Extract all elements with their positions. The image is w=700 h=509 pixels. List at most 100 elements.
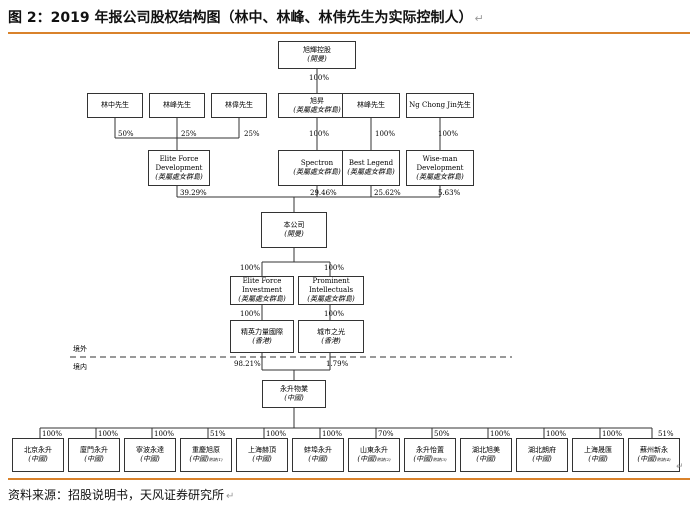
pct-eliteinv-jingying: 100% <box>240 310 261 318</box>
subsidiary-box: 蘇州新永(中國)附註(4) <box>628 438 680 472</box>
subsidiary-jurisdiction-text: (中國) <box>588 455 608 463</box>
subsidiary-jurisdiction: (中國) <box>308 455 327 464</box>
title-underline <box>8 32 690 34</box>
pct-company-eliteinv: 100% <box>240 264 261 272</box>
box-lin-feng-1: 林峰先生 <box>149 93 205 118</box>
label-outside: 境外 <box>73 345 87 353</box>
box-elite-force-investment: Elite Force Investment(英屬處女群島) <box>230 276 294 305</box>
subsidiary-jurisdiction: (中國)附註(1) <box>189 455 222 464</box>
subsidiary-note-ref: 附註(2) <box>376 457 391 462</box>
paragraph-mark: ↵ <box>474 12 484 25</box>
box-elite-force-development: Elite Force Development(英屬處女群島) <box>148 150 210 186</box>
box-lin-feng-2: 林峰先生 <box>342 93 400 118</box>
subsidiary-jurisdiction: (中國) <box>532 455 551 464</box>
figure-title: 图 2：2019 年报公司股权结构图（林中、林峰、林伟先生为实际控制人）↵ <box>8 7 484 27</box>
subsidiary-name: 北京永升 <box>24 446 52 454</box>
subsidiary-jurisdiction-text: (中國) <box>84 455 104 463</box>
subsidiary-jurisdiction: (中國) <box>476 455 495 464</box>
box-ng-chong-jin: Ng Chong Jin先生 <box>406 93 474 118</box>
box-lin-zhong: 林中先生 <box>87 93 143 118</box>
box-xuhui-holdings: 旭輝控股(開曼) <box>278 41 356 69</box>
subsidiary-jurisdiction: (中國) <box>252 455 271 464</box>
pct-chengshi-yongsheng: 1.79% <box>326 360 349 368</box>
subsidiary-pct: 50% <box>434 430 450 438</box>
source-text: 资料来源：招股说明书，天风证券研究所 <box>8 488 225 502</box>
subsidiary-name: 湖北朗府 <box>528 446 556 454</box>
subsidiary-box: 上海晟匯(中國) <box>572 438 624 472</box>
pct-lw-elite: 25% <box>244 130 260 138</box>
subsidiary-note-ref: 附註(1) <box>208 457 223 462</box>
subsidiary-jurisdiction: (中國)附註(2) <box>357 455 390 464</box>
subsidiary-box: 蚌埠永升(中國) <box>292 438 344 472</box>
subsidiary-name: 重慶旭原 <box>192 446 220 454</box>
pct-ng-wise: 100% <box>438 130 459 138</box>
pct-jingying-yongsheng: 98.21% <box>234 360 261 368</box>
subsidiary-pct: 100% <box>322 430 343 438</box>
subsidiary-jurisdiction-text: (中國) <box>252 455 272 463</box>
subsidiary-name: 寧波永達 <box>136 446 164 454</box>
subsidiary-box: 寧波永達(中國) <box>124 438 176 472</box>
subsidiary-pct: 100% <box>490 430 511 438</box>
subsidiary-jurisdiction-text: (中國) <box>140 455 160 463</box>
box-prominent-intellectuals: Prominent Intellectuals(英屬處女群島) <box>298 276 364 305</box>
subsidiary-jurisdiction: (中國) <box>28 455 47 464</box>
subsidiary-jurisdiction: (中國) <box>84 455 103 464</box>
box-chengshi: 城市之光(香港) <box>298 320 364 353</box>
box-wise-man-development: Wise-man Development(英屬處女群島) <box>406 150 474 186</box>
box-company: 本公司(開曼) <box>261 212 327 248</box>
subsidiary-jurisdiction: (中國) <box>588 455 607 464</box>
subsidiary-box: 重慶旭原(中國)附註(1) <box>180 438 232 472</box>
pct-best-company: 25.62% <box>374 189 401 197</box>
pct-lz-elite: 50% <box>118 130 134 138</box>
subsidiary-box: 永升怡置(中國)附註(3) <box>404 438 456 472</box>
subsidiary-jurisdiction: (中國) <box>140 455 159 464</box>
subsidiary-pct: 51% <box>658 430 674 438</box>
subsidiary-jurisdiction-text: (中國) <box>532 455 552 463</box>
subsidiary-pct: 100% <box>98 430 119 438</box>
subsidiary-name: 蚌埠永升 <box>304 446 332 454</box>
subsidiary-pct: 100% <box>42 430 63 438</box>
source-paragraph-mark: ↵ <box>226 491 235 502</box>
note-mark: ↵ <box>676 462 684 472</box>
subsidiary-jurisdiction-text: (中國) <box>413 455 433 463</box>
pct-top-xusheng: 100% <box>309 74 330 82</box>
subsidiary-jurisdiction-text: (中國) <box>476 455 496 463</box>
subsidiary-pct: 51% <box>210 430 226 438</box>
subsidiary-name: 廈門永升 <box>80 446 108 454</box>
pct-spectron-company: 29.46% <box>310 189 337 197</box>
subsidiary-jurisdiction-text: (中國) <box>308 455 328 463</box>
subsidiary-name: 永升怡置 <box>416 446 444 454</box>
subsidiary-jurisdiction-text: (中國) <box>28 455 48 463</box>
subsidiary-name: 上海赫頂 <box>248 446 276 454</box>
subsidiary-jurisdiction-text: (中國) <box>189 455 209 463</box>
pct-wise-company: 5.63% <box>438 189 461 197</box>
subsidiary-name: 山東永升 <box>360 446 388 454</box>
label-inside: 境内 <box>73 363 87 371</box>
subsidiary-pct: 100% <box>154 430 175 438</box>
subsidiary-box: 山東永升(中國)附註(2) <box>348 438 400 472</box>
box-yongsheng: 永升物業(中國) <box>262 380 326 408</box>
subsidiary-name: 上海晟匯 <box>584 446 612 454</box>
subsidiary-name: 湖北旭美 <box>472 446 500 454</box>
source-rule <box>8 478 690 480</box>
subsidiary-box: 北京永升(中國) <box>12 438 64 472</box>
subsidiary-jurisdiction-text: (中國) <box>637 455 657 463</box>
pct-xs-spectron: 100% <box>309 130 330 138</box>
subsidiary-pct: 70% <box>378 430 394 438</box>
subsidiary-note-ref: 附註(4) <box>656 457 671 462</box>
subsidiary-box: 湖北朗府(中國) <box>516 438 568 472</box>
subsidiary-note-ref: 附註(3) <box>432 457 447 462</box>
subsidiary-jurisdiction: (中國)附註(3) <box>413 455 446 464</box>
pct-elite-company: 39.29% <box>180 189 207 197</box>
subsidiary-name: 蘇州新永 <box>640 446 668 454</box>
subsidiary-pct: 100% <box>266 430 287 438</box>
box-lin-wei: 林偉先生 <box>211 93 267 118</box>
box-best-legend: Best Legend(英屬處女群島) <box>342 150 400 186</box>
pct-company-prominent: 100% <box>324 264 345 272</box>
box-jingying: 精英力量國際(香港) <box>230 320 294 353</box>
pct-lf-best: 100% <box>375 130 396 138</box>
source-note: 资料来源：招股说明书，天风证券研究所↵ <box>8 486 234 503</box>
subsidiary-box: 廈門永升(中國) <box>68 438 120 472</box>
subsidiary-pct: 100% <box>546 430 567 438</box>
